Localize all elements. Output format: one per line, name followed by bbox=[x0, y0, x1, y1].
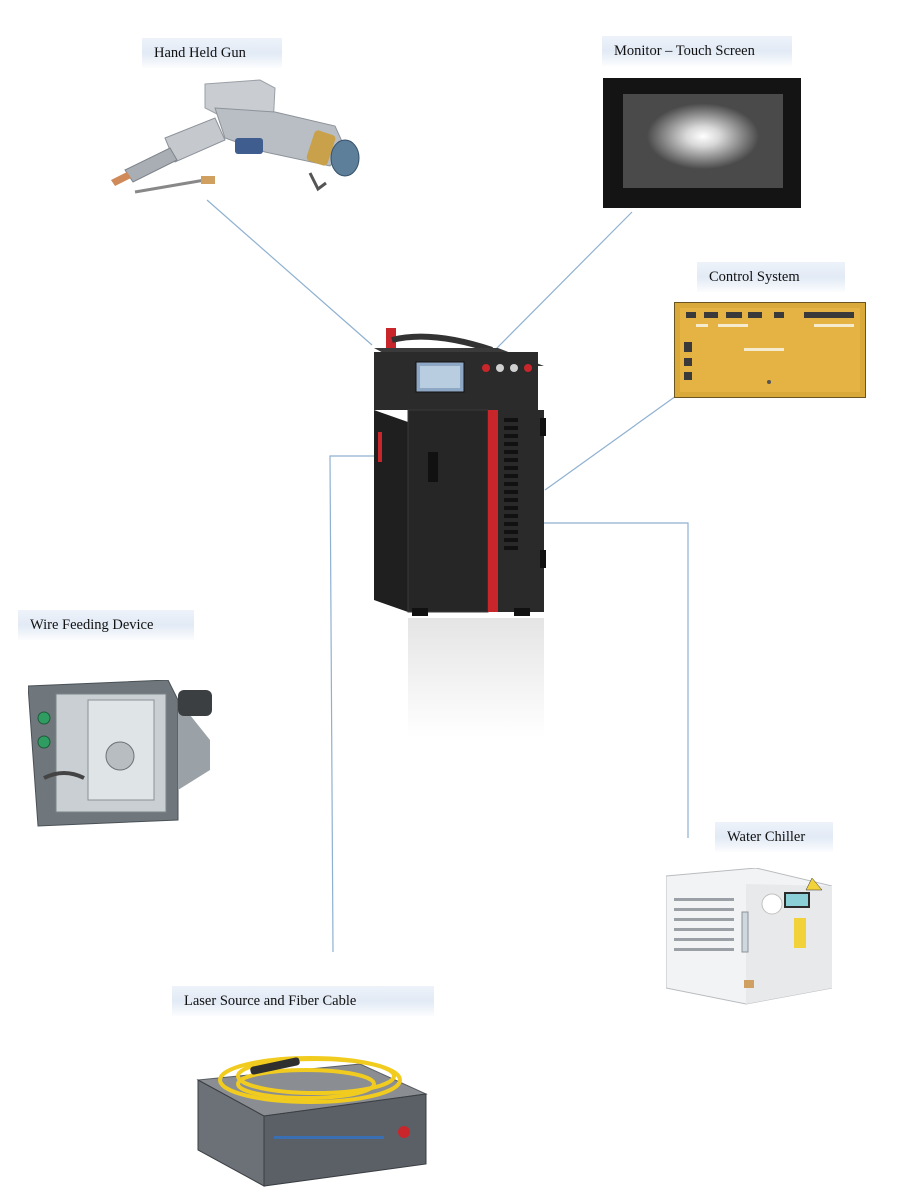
label-water-chiller: Water Chiller bbox=[715, 822, 833, 852]
control-system-board-image bbox=[674, 302, 866, 398]
gun-connector bbox=[206, 199, 373, 346]
hand-held-gun-image bbox=[105, 78, 365, 203]
welding-machine-cabinet-image bbox=[368, 322, 550, 742]
label-wire-feeding-device: Wire Feeding Device bbox=[18, 610, 194, 640]
monitor-touch-screen-image bbox=[603, 78, 801, 208]
monitor-connector bbox=[492, 211, 633, 353]
label-control-system: Control System bbox=[697, 262, 845, 292]
wire-feeding-device-image bbox=[28, 680, 218, 830]
control-connector bbox=[544, 395, 677, 491]
laser-connector bbox=[329, 455, 395, 953]
label-monitor-touch-screen: Monitor – Touch Screen bbox=[602, 36, 792, 66]
water-chiller-image bbox=[666, 868, 832, 1008]
laser-source-image bbox=[190, 1040, 430, 1190]
label-hand-held-gun: Hand Held Gun bbox=[142, 38, 282, 68]
label-laser-source: Laser Source and Fiber Cable bbox=[172, 986, 434, 1016]
chiller-connector bbox=[489, 522, 689, 838]
